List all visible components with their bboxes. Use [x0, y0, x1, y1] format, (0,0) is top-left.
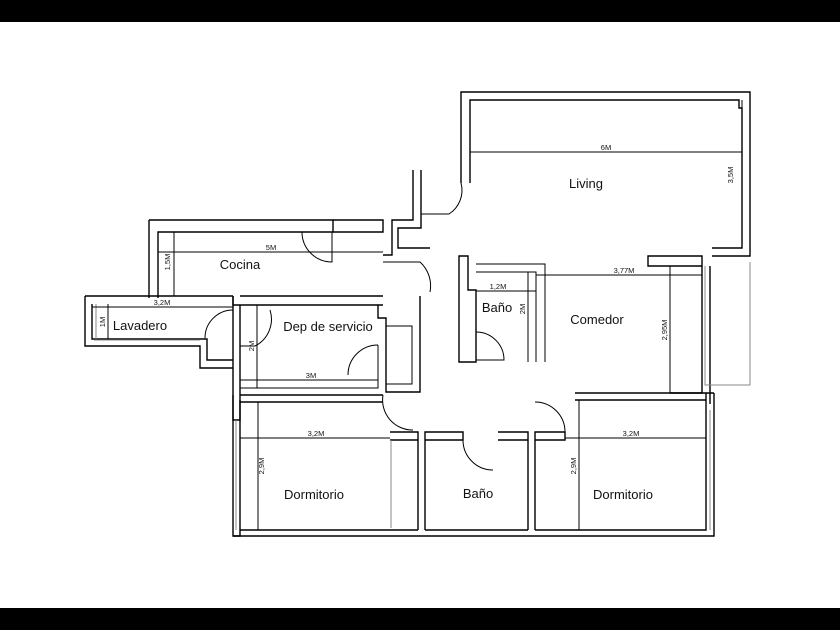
- room-label-dormitorio-2: Dormitorio: [593, 487, 653, 502]
- dim-label-dep-depth: 2M: [247, 341, 256, 351]
- dorm2-door: [534, 401, 566, 433]
- hall-door: [383, 261, 432, 293]
- image-border-bottom: [0, 608, 840, 630]
- living-door: [421, 182, 463, 215]
- image-border-top: [0, 0, 840, 22]
- cocina-door: [301, 231, 333, 263]
- room-label-bano-bottom: Baño: [463, 486, 493, 501]
- dim-label-comedor-width: 3,77M: [614, 266, 635, 275]
- dim-label-dorm1-width: 3,2M: [308, 429, 325, 438]
- lavadero-door: [204, 309, 234, 339]
- dep-bath-door: [347, 344, 379, 376]
- dim-label-dorm2-width: 3,2M: [623, 429, 640, 438]
- room-label-bano-central: Baño: [482, 300, 512, 315]
- dim-label-dorm2-depth: 2,9M: [569, 458, 578, 475]
- dim-label-dorm1-depth: 2,9M: [257, 458, 266, 475]
- dorm2-top: [534, 392, 714, 530]
- bano-central-door: [475, 331, 505, 361]
- dimension-lines: [92, 100, 743, 530]
- dim-label-lavadero-width: 3,2M: [154, 298, 171, 307]
- walls: [84, 91, 751, 537]
- dim-label-bano-width: 1,2M: [490, 282, 507, 291]
- dorm1-door: [382, 394, 414, 431]
- bano-central-wall: [458, 255, 477, 363]
- dep-door: [240, 309, 272, 347]
- dim-label-living-width: 6M: [601, 143, 611, 152]
- room-label-cocina: Cocina: [220, 257, 261, 272]
- dim-label-cocina-depth: 1,5M: [163, 254, 172, 271]
- lavadero-wall: [84, 295, 233, 369]
- living-comedor-divider: [647, 255, 703, 267]
- room-label-comedor: Comedor: [570, 312, 624, 327]
- bedroom-row-bottom: [233, 393, 715, 537]
- room-label-lavadero: Lavadero: [113, 318, 167, 333]
- living-left-step-inner: [397, 170, 430, 249]
- room-label-dep-servicio: Dep de servicio: [283, 319, 373, 334]
- lavadero-window: [94, 304, 200, 341]
- dep-servicio-inner: [240, 325, 413, 389]
- cocina-right-wall: [333, 219, 384, 233]
- comedor-window: [704, 262, 751, 386]
- room-label-living: Living: [569, 176, 603, 191]
- bano-central-inner: [476, 263, 546, 362]
- dorm1-window: [235, 420, 392, 530]
- dim-label-comedor-depth: 2,95M: [660, 320, 669, 341]
- dim-label-bano-depth: 2M: [518, 304, 527, 314]
- living-wall-inner: [469, 99, 743, 249]
- doors: [204, 182, 566, 471]
- cocina-bottom-wall: [232, 295, 383, 306]
- dim-label-living-depth: 3,5M: [726, 167, 735, 184]
- dim-label-lavadero-depth: 1M: [98, 317, 107, 327]
- comedor-wall-right: [670, 266, 711, 404]
- dim-label-cocina-width: 5M: [266, 243, 276, 252]
- bano-bottom-walls: [424, 431, 529, 530]
- room-label-dormitorio-1: Dormitorio: [284, 487, 344, 502]
- dim-label-dep-width: 3M: [306, 371, 316, 380]
- bano-door: [462, 439, 494, 471]
- dorm1-top: [240, 394, 419, 530]
- living-left-step: [383, 170, 414, 256]
- living-wall-outer: [460, 91, 751, 257]
